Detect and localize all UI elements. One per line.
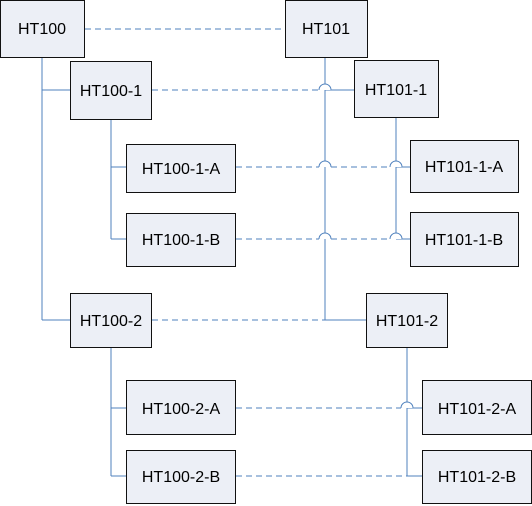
node-ht101: HT101 bbox=[285, 0, 368, 58]
node-ht101-1-a: HT101-1-A bbox=[410, 140, 519, 193]
node-label-ht101-2: HT101-2 bbox=[376, 313, 438, 330]
hop-ht101-trunk-row1 bbox=[318, 83, 332, 91]
hop-ht101-trunk-row2 bbox=[318, 160, 332, 168]
hop-ht101-2-trunk-row5 bbox=[400, 401, 414, 409]
node-label-ht101-2-a: HT101-2-A bbox=[438, 401, 517, 418]
node-ht101-1-b: HT101-1-B bbox=[410, 212, 519, 267]
node-ht101-2: HT101-2 bbox=[366, 293, 448, 348]
node-label-ht100-2-a: HT100-2-A bbox=[142, 401, 221, 418]
node-label-ht100-1: HT100-1 bbox=[80, 83, 142, 100]
node-ht100-1-b: HT100-1-B bbox=[126, 213, 236, 267]
node-label-ht101-2-b: HT101-2-B bbox=[438, 469, 516, 486]
node-label-ht101-1-b: HT101-1-B bbox=[425, 232, 503, 249]
hop-ht101-trunk-row3 bbox=[318, 232, 332, 240]
node-label-ht100-2-b: HT100-2-B bbox=[142, 469, 220, 486]
node-label-ht100-2: HT100-2 bbox=[80, 313, 142, 330]
node-label-ht100: HT100 bbox=[18, 21, 66, 38]
node-ht100-2-b: HT100-2-B bbox=[126, 450, 236, 504]
node-ht101-2-b: HT101-2-B bbox=[422, 450, 532, 504]
node-ht100: HT100 bbox=[0, 0, 85, 58]
line-hops bbox=[318, 83, 414, 409]
node-ht100-2: HT100-2 bbox=[70, 293, 152, 348]
node-label-ht100-1-b: HT100-1-B bbox=[142, 232, 220, 249]
node-label-ht101-1: HT101-1 bbox=[365, 82, 427, 99]
node-ht101-1: HT101-1 bbox=[354, 60, 439, 118]
node-label-ht101: HT101 bbox=[302, 21, 350, 38]
node-ht101-2-a: HT101-2-A bbox=[422, 380, 532, 435]
hop-ht101-1-trunk-row2 bbox=[389, 160, 403, 168]
hop-ht101-1-trunk-row3 bbox=[389, 232, 403, 240]
mapping-connectors bbox=[85, 28, 423, 477]
node-ht100-1: HT100-1 bbox=[70, 61, 152, 120]
node-label-ht101-1-a: HT101-1-A bbox=[425, 159, 504, 176]
node-label-ht100-1-a: HT100-1-A bbox=[142, 161, 221, 178]
node-ht100-1-a: HT100-1-A bbox=[126, 144, 236, 193]
node-ht100-2-a: HT100-2-A bbox=[126, 380, 236, 435]
